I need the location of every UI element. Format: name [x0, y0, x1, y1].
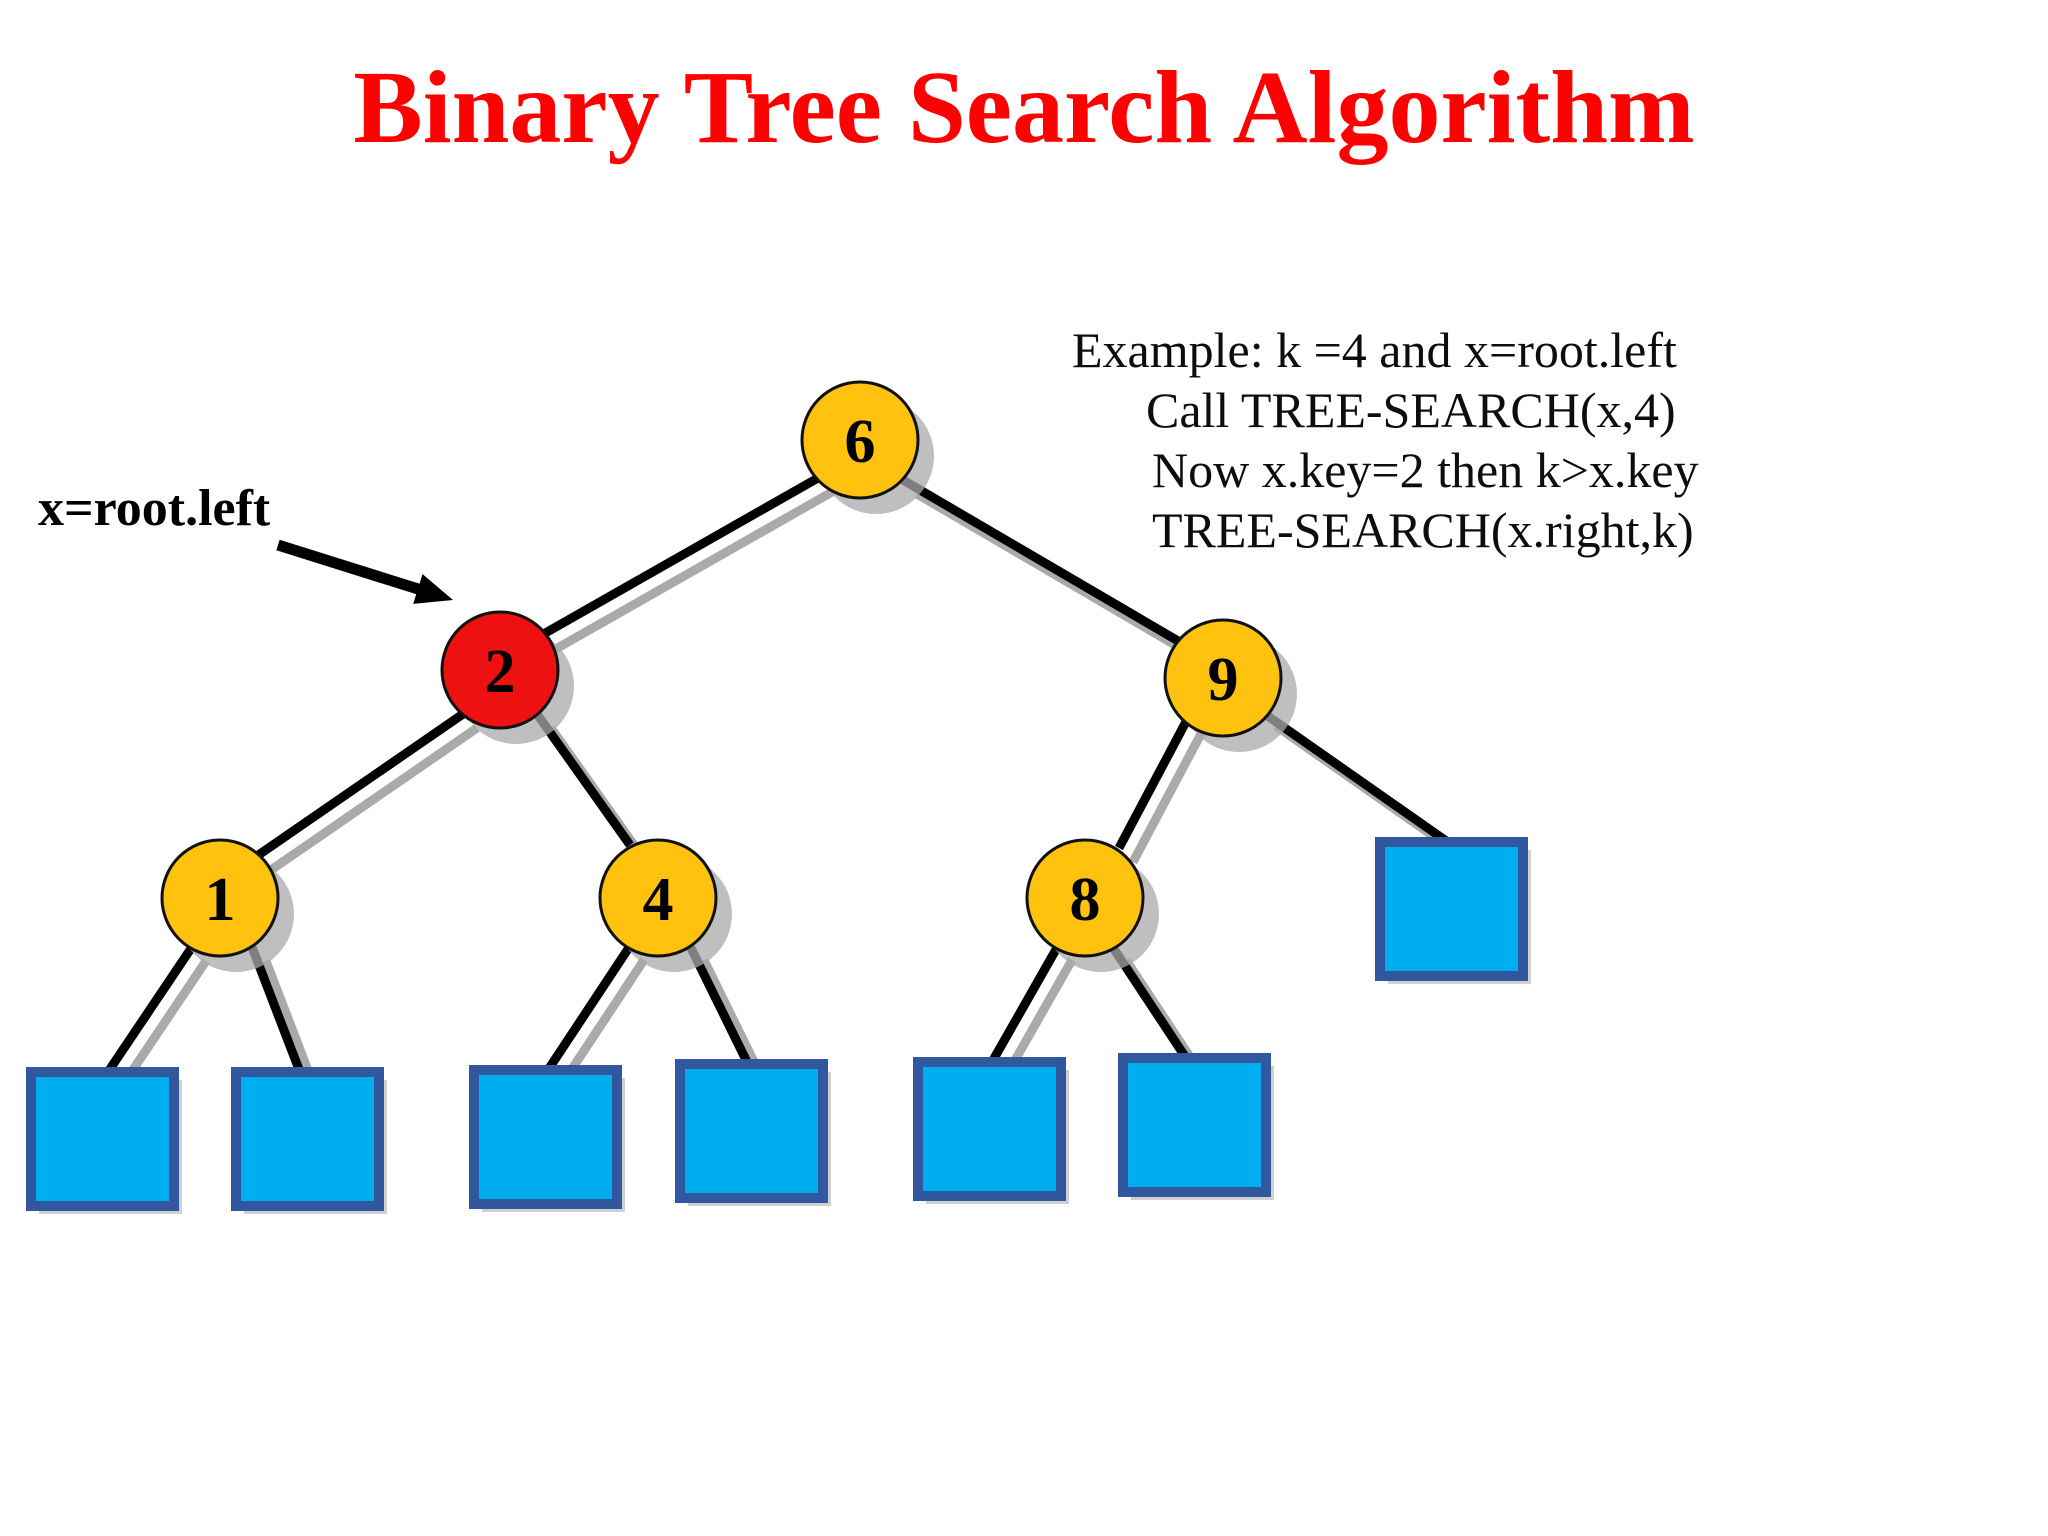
leaf-node-leaf6: [1118, 1053, 1271, 1197]
example-note-line-4: TREE-SEARCH(x.right,k): [1152, 502, 1694, 558]
tree-edge-n1-leaf1: [104, 944, 196, 1075]
pointer-annotation-label: x=root.left: [38, 480, 271, 537]
tree-node-n1: [160, 838, 280, 958]
edge-shadow-n1-leaf2: [261, 959, 319, 1088]
tree-edge-n1-leaf2: [247, 945, 305, 1074]
leaf-node-leaf5: [913, 1057, 1066, 1201]
tree-edge-n9-n8: [1115, 715, 1192, 851]
tree-node-label-n8: 8: [1070, 866, 1101, 934]
leaf-node-leaf4: [675, 1059, 828, 1203]
example-note-line-1: Example: k =4 and x=root.left: [1072, 322, 1677, 378]
tree-node-label-n6: 6: [845, 408, 876, 476]
leaf-node-leafR: [1375, 837, 1528, 981]
tree-edge-n9-leafR: [1259, 708, 1455, 849]
leaf-node-leaf3: [469, 1065, 622, 1209]
tree-node-label-n2: 2: [485, 638, 516, 706]
tree-node-n6: [800, 380, 920, 500]
edge-shadow-n8-leaf5: [1002, 957, 1076, 1079]
node-group: 6 2 9 1 4 8: [160, 380, 1283, 958]
edge-shadow-n6-n9: [914, 490, 1202, 663]
leaf-node-leaf2: [231, 1067, 384, 1211]
example-note-line-2: Call TREE-SEARCH(x,4): [1146, 382, 1676, 438]
edge-shadow-group: [118, 488, 1469, 1089]
tree-edge-n6-n9: [900, 476, 1188, 649]
tree-edge-n8-leaf5: [988, 943, 1062, 1065]
leaf-node-leaf1: [26, 1067, 179, 1211]
pointer-arrow: [276, 539, 453, 604]
page-title: Binary Tree Search Algorithm: [353, 50, 1695, 165]
tree-node-label-n4: 4: [643, 866, 674, 934]
tree-node-n8: [1025, 838, 1145, 958]
tree-edge-n2-n1: [254, 710, 466, 860]
edge-shadow-n2-n1: [268, 724, 480, 874]
tree-node-n9: [1163, 618, 1283, 738]
edge-shadow-n1-leaf1: [118, 958, 210, 1089]
tree-edge-n4-leaf3: [544, 943, 634, 1073]
example-note-block: Example: k =4 and x=root.left Call TREE-…: [1062, 320, 1962, 560]
tree-node-label-n1: 1: [205, 866, 236, 934]
pointer-arrow-shaft: [276, 539, 442, 602]
leaf-group: [26, 837, 1528, 1211]
edge-shadow-n9-n8: [1129, 729, 1206, 865]
edge-group: [104, 474, 1455, 1075]
tree-edge-n6-n2: [537, 474, 821, 640]
edge-shadow-n4-leaf4: [699, 958, 767, 1080]
tree-node-n4: [598, 838, 718, 958]
tree-node-n2: [440, 610, 560, 730]
tree-edge-n2-n4: [533, 711, 634, 848]
tree-node-label-n9: 9: [1208, 646, 1239, 714]
edge-shadow-n6-n2: [551, 488, 835, 654]
pointer-arrow-head: [413, 574, 453, 604]
edge-shadow-n4-leaf3: [558, 957, 648, 1087]
example-note-line-3: Now x.key=2 then k>x.key: [1152, 442, 1699, 498]
